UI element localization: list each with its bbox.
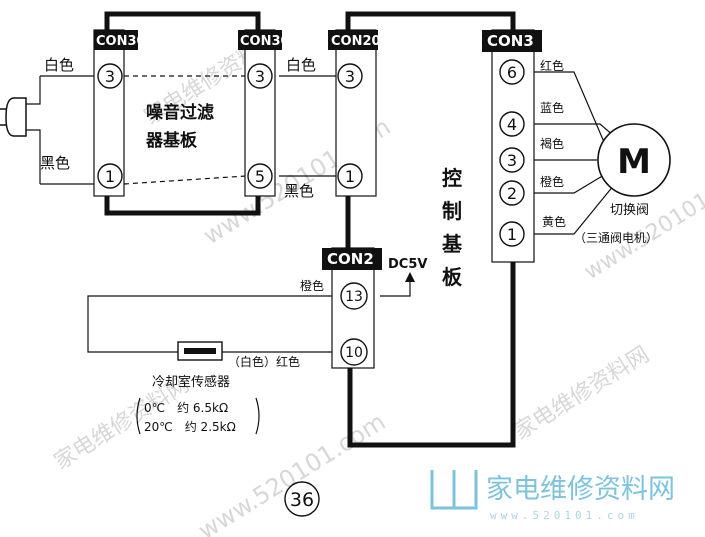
connector-label: CON2 <box>327 250 374 268</box>
brand-name: 家电维修资料网 <box>486 474 675 505</box>
control-board-label: 控 <box>442 166 462 190</box>
pins <box>97 59 525 366</box>
motor: M 切换阀 （三通阀电机） <box>574 123 671 245</box>
wire-label-white: 白色 <box>286 56 316 74</box>
book-icon <box>430 470 478 510</box>
motor-title: 切换阀 <box>610 203 649 218</box>
wire-label-white-red: （白色）红色 <box>228 354 300 369</box>
connector-label: CON301 <box>240 34 299 49</box>
noise-filter-board-label: 器基板 <box>145 130 198 151</box>
page-number: 36 <box>284 481 320 517</box>
pin-label: 3 <box>255 67 265 86</box>
dc5v-arrow-icon <box>405 272 415 282</box>
watermark-text: 家电维修资料网 <box>510 342 654 445</box>
motor-symbol: M <box>617 142 651 182</box>
noise-filter-board-label: 噪音过滤 <box>146 102 214 123</box>
motor-subtitle: （三通阀电机） <box>574 231 658 245</box>
power-plug-icon <box>0 97 27 137</box>
wire-label-black: 黑色 <box>284 182 314 200</box>
pin-label: 5 <box>255 167 265 186</box>
wire-label-orange: 橙色 <box>300 278 324 293</box>
page-number-text: 36 <box>290 489 314 511</box>
brand-url: www.520101.com <box>490 509 639 522</box>
sensor-spec: 0℃ 约 6.5kΩ <box>144 400 228 415</box>
pin-label: 3 <box>105 67 115 86</box>
pin-label: 10 <box>345 345 363 361</box>
motor-icon <box>597 123 671 197</box>
dc5v-label: DC5V <box>388 257 427 272</box>
wire-label-blue: 蓝色 <box>540 101 564 115</box>
pin-label: 1 <box>345 167 355 186</box>
pin-label: 6 <box>507 63 517 82</box>
bus-wires <box>104 11 516 448</box>
pin-label: 3 <box>345 67 355 86</box>
sensor-spec: 20℃ 约 2.5kΩ <box>144 419 236 434</box>
connector-label: CON302 <box>96 34 155 49</box>
wire-labels: 白色 黑色 白色 黑色 红色 蓝色 褐色 橙色 黄色 橙色 （白色）红色 <box>40 56 566 369</box>
wire-label-orange: 橙色 <box>540 174 564 189</box>
pin-label: 2 <box>507 184 517 203</box>
control-board-label: 板 <box>442 265 463 289</box>
pin-label: 4 <box>507 115 517 134</box>
brand-logo: 家电维修资料网 www.520101.com <box>430 470 675 522</box>
control-board-label: 基 <box>442 232 463 256</box>
wire-label-red: 红色 <box>540 58 564 73</box>
pin-label: 3 <box>507 151 517 170</box>
control-board-label: 制 <box>442 199 462 223</box>
wire-label-brown: 褐色 <box>540 136 564 151</box>
sensor-title: 冷却室传感器 <box>152 374 230 390</box>
wire-label-yellow: 黄色 <box>542 215 566 229</box>
pin-label: 1 <box>105 167 115 186</box>
wire-label-white: 白色 <box>44 56 74 74</box>
pin-numbers: 3 1 3 5 3 1 6 4 3 2 1 13 10 <box>105 63 517 361</box>
pin-label: 13 <box>345 289 363 305</box>
connector-label: CON3 <box>487 32 534 50</box>
connector-label: CON201 <box>331 34 390 49</box>
pin-label: 1 <box>507 225 517 244</box>
cooling-sensor: 冷却室传感器 0℃ 约 6.5kΩ 20℃ 约 2.5kΩ <box>136 341 260 435</box>
wire-label-black: 黑色 <box>40 154 70 172</box>
